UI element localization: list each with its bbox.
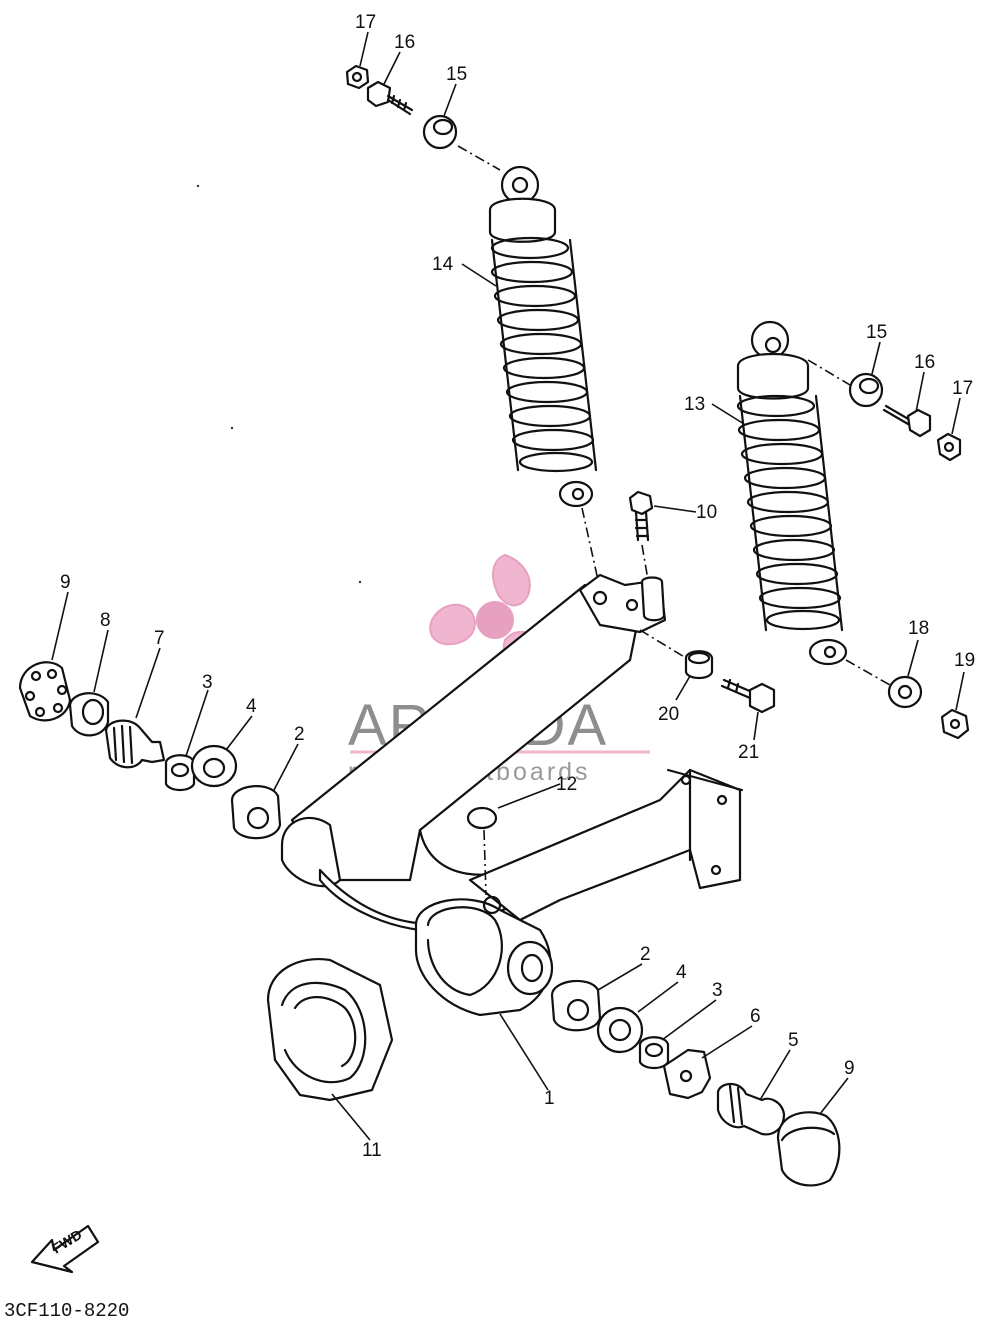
fwd-arrow-icon: FWD: [30, 1224, 100, 1274]
callout-7: 7: [154, 628, 165, 649]
callout-12: 12: [556, 774, 577, 795]
rear-shock-absorber-13: [736, 320, 848, 666]
callout-8: 8: [100, 610, 111, 631]
rear-shock-absorber-14: [488, 165, 598, 508]
callout-21: 21: [738, 742, 759, 763]
callout-4: 4: [246, 696, 257, 717]
callout-16: 16: [394, 32, 415, 53]
callout-18: 18: [908, 618, 929, 639]
callout-11: 11: [362, 1140, 382, 1161]
callout-3: 3: [202, 672, 213, 693]
callout-2: 2: [294, 724, 305, 745]
callout-1: 1: [544, 1088, 555, 1109]
callout-9: 9: [844, 1058, 855, 1079]
callout-6: 6: [750, 1006, 761, 1027]
rubber-plug-12: [466, 806, 498, 896]
callout-labels: 17 16 15 14 15 16 17 13 10 9 8 7 3 4 2 1…: [60, 12, 975, 1161]
callout-2: 2: [640, 944, 651, 965]
callout-16: 16: [914, 352, 935, 373]
part-code: 3CF110-8220: [4, 1300, 129, 1322]
top-shock-mount-hardware: [345, 64, 501, 171]
right-shock-mount-hardware: [807, 359, 970, 740]
scan-specks: [196, 184, 362, 584]
swingarm-1: [280, 573, 744, 1017]
swingarm-shock-bolts: [581, 490, 776, 714]
chain-cover-11: [266, 957, 394, 1102]
callout-leaders: [51, 31, 965, 1141]
callout-15: 15: [866, 322, 887, 343]
callout-5: 5: [788, 1030, 799, 1051]
callout-17: 17: [952, 378, 973, 399]
callout-3: 3: [712, 980, 723, 1001]
callout-13: 13: [684, 394, 705, 415]
callout-15: 15: [446, 64, 467, 85]
callout-14: 14: [432, 254, 454, 275]
callout-4: 4: [676, 962, 687, 983]
callout-9: 9: [60, 572, 71, 593]
callout-17: 17: [355, 12, 376, 33]
callout-19: 19: [954, 650, 975, 671]
left-pivot-stack: [18, 661, 282, 840]
callout-10: 10: [696, 502, 717, 523]
right-pivot-stack: [550, 979, 841, 1187]
callout-20: 20: [658, 704, 679, 725]
